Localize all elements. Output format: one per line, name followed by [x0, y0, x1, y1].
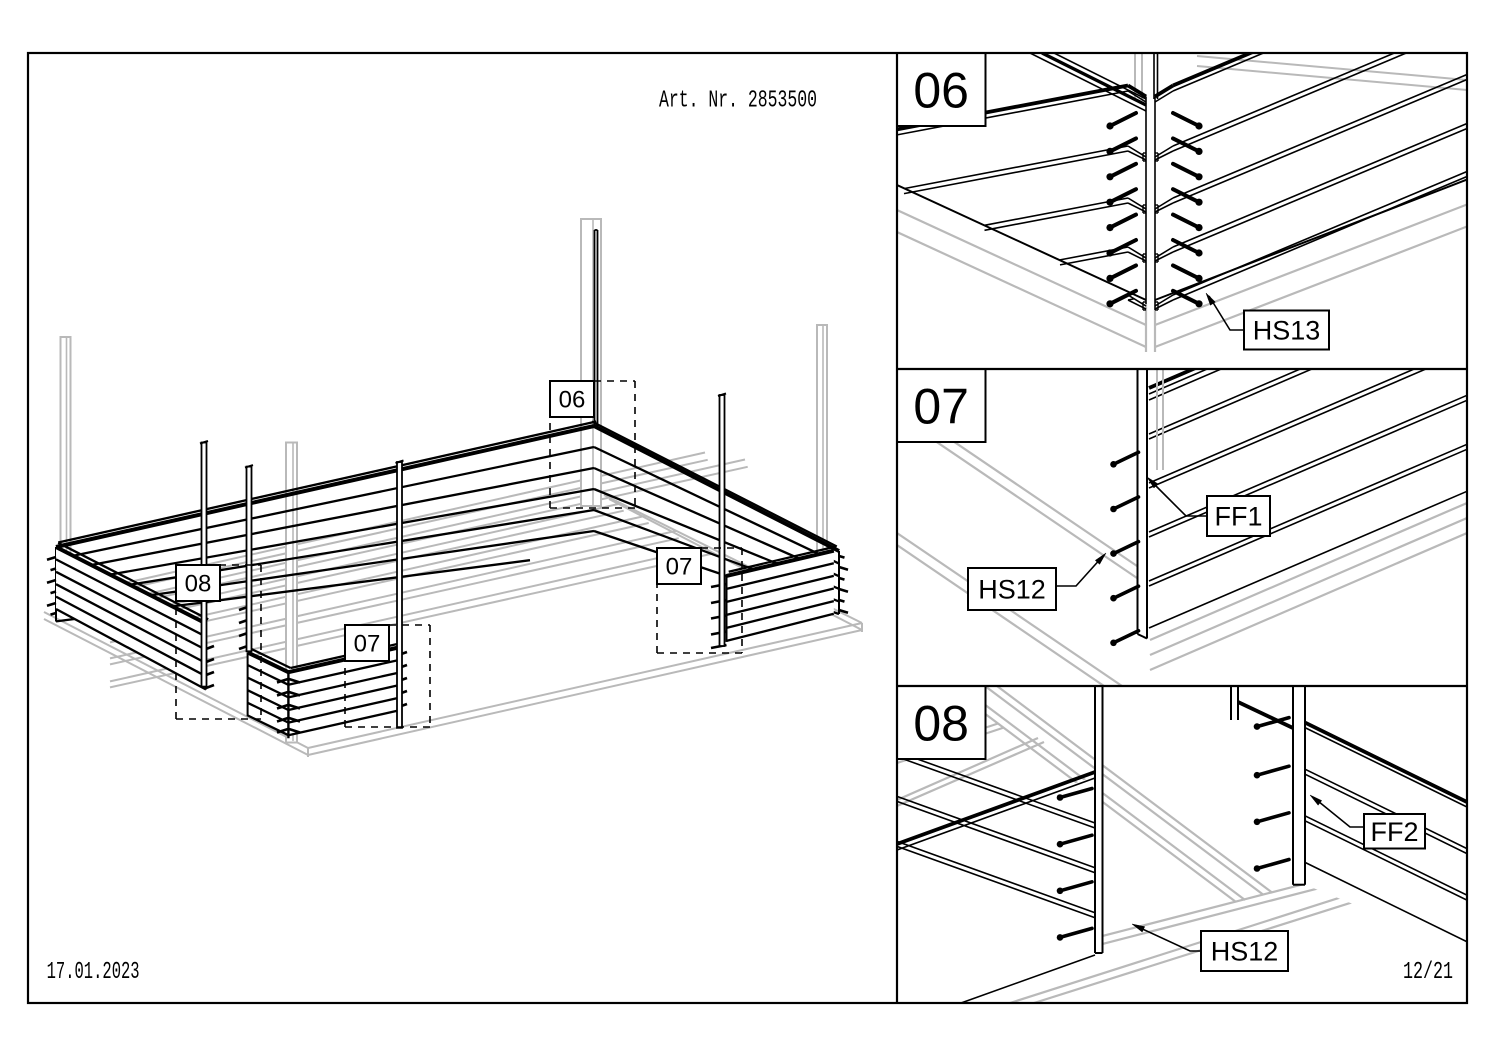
svg-text:HS12: HS12 — [978, 575, 1046, 605]
svg-text:17.01.2023: 17.01.2023 — [47, 959, 140, 986]
svg-text:07: 07 — [354, 631, 381, 658]
svg-text:06: 06 — [559, 387, 586, 414]
svg-text:08: 08 — [185, 571, 212, 598]
svg-text:07: 07 — [666, 554, 693, 581]
svg-text:06: 06 — [913, 63, 969, 119]
svg-text:HS12: HS12 — [1211, 937, 1279, 967]
svg-text:08: 08 — [913, 696, 969, 752]
svg-text:FF1: FF1 — [1214, 502, 1262, 532]
svg-text:FF2: FF2 — [1370, 817, 1418, 847]
svg-text:12/21: 12/21 — [1403, 959, 1453, 986]
svg-text:HS13: HS13 — [1253, 316, 1321, 346]
svg-text:Art. Nr. 2853500: Art. Nr. 2853500 — [659, 88, 817, 115]
svg-text:07: 07 — [913, 379, 969, 435]
